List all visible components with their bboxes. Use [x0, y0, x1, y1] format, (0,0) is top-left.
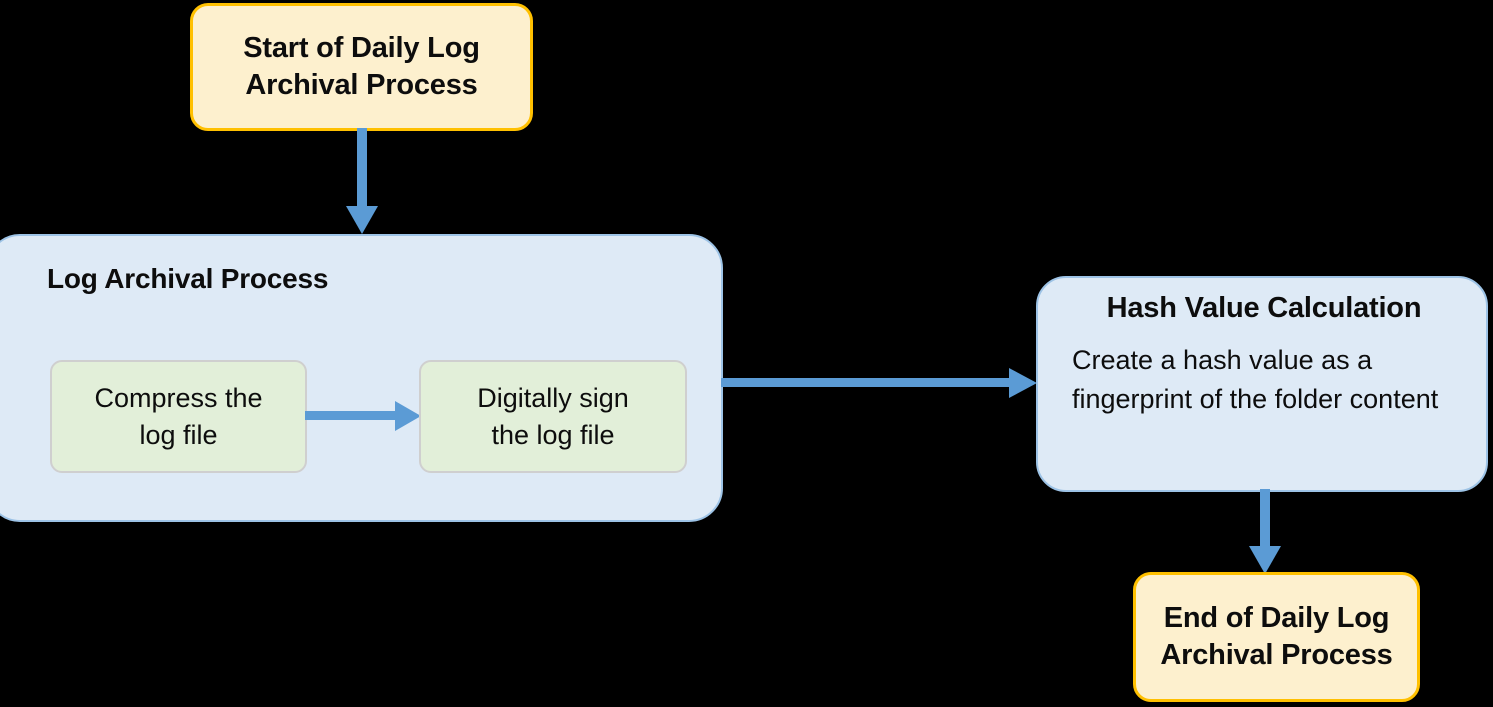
node-hash-title: Hash Value Calculation: [1106, 292, 1422, 324]
node-sign-line1: Digitally sign: [477, 383, 629, 414]
node-compress-line1: Compress the: [94, 383, 263, 414]
node-digitally-sign-the-log-file[interactable]: Digitally sign the log file: [419, 360, 687, 473]
node-hash-value-calculation[interactable]: Hash Value Calculation Create a hash val…: [1036, 276, 1488, 492]
node-sign-line2: the log file: [491, 419, 615, 450]
node-compress-line2: log file: [139, 419, 218, 450]
node-end-line1: End of Daily Log: [1163, 601, 1390, 634]
node-end-of-daily-log-archival-process[interactable]: End of Daily Log Archival Process: [1133, 572, 1420, 702]
node-start-line1: Start of Daily Log: [243, 31, 480, 64]
node-compress-label: Compress the log file: [94, 380, 262, 453]
connector-hash-to-end: [1243, 489, 1289, 577]
connector-start-to-group: [340, 128, 384, 238]
node-hash-body: Create a hash value as a fingerprint of …: [1072, 345, 1439, 415]
connector-compress-to-sign: [305, 398, 423, 434]
node-start-label: Start of Daily Log Archival Process: [243, 30, 480, 104]
node-end-line2: Archival Process: [1160, 639, 1393, 671]
node-start-of-daily-log-archival-process[interactable]: Start of Daily Log Archival Process: [190, 3, 533, 131]
node-start-line2: Archival Process: [245, 69, 478, 101]
connector-group-to-hash: [721, 364, 1039, 402]
node-compress-the-log-file[interactable]: Compress the log file: [50, 360, 307, 473]
node-end-label: End of Daily Log Archival Process: [1160, 600, 1392, 674]
group-log-archival-process-title: Log Archival Process: [47, 263, 329, 294]
node-sign-label: Digitally sign the log file: [477, 380, 629, 453]
